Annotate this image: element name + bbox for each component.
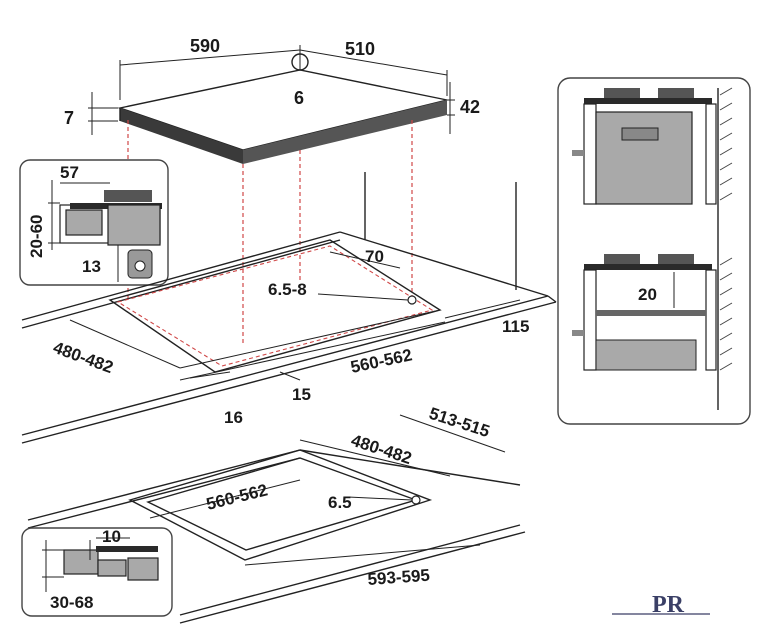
dim-cutout-right: 115 xyxy=(502,317,529,336)
dim-cutout-front: 16 xyxy=(224,408,243,427)
screw-hole-lower xyxy=(411,495,421,505)
burner-icon xyxy=(658,88,694,98)
dim-hob-width: 590 xyxy=(190,36,220,56)
dim-hob-height: 42 xyxy=(460,97,480,117)
burner-icon xyxy=(104,190,152,202)
dim-cutout-depth: 480-482 xyxy=(51,338,116,377)
logo-text: PR xyxy=(652,592,685,618)
hob-front-face xyxy=(120,108,243,164)
hob-side-face xyxy=(243,100,447,164)
dim-flush-rebate: 10 xyxy=(102,527,121,546)
oven-box xyxy=(595,111,693,205)
cabinet-detail-panel xyxy=(557,77,751,425)
worktop-lower xyxy=(27,414,526,624)
dim-cabinet-spacing: 20 xyxy=(638,285,657,304)
screw-hole-upper xyxy=(407,295,417,305)
dim-hob-center: 6 xyxy=(294,88,304,108)
dim-lower-screw: 6.5 xyxy=(328,493,352,512)
cutout-lower-inner xyxy=(146,457,419,551)
dim-cutout-screw: 6.5-8 xyxy=(268,280,307,299)
side-detail-panel xyxy=(19,159,169,286)
dim-flush-worktop: 30-68 xyxy=(50,593,93,612)
hob-top-view xyxy=(88,45,455,345)
dim-hob-thickness: 7 xyxy=(64,108,74,128)
dim-side-offset: 57 xyxy=(60,163,79,182)
dim-cutout-rear: 70 xyxy=(365,247,384,266)
dim-side-worktop: 20-60 xyxy=(27,215,46,258)
dim-cutout-width: 560-562 xyxy=(349,345,414,377)
drawer-box xyxy=(595,339,697,371)
burner-icon xyxy=(604,254,640,264)
cutout-lower-outer xyxy=(128,449,433,561)
dim-lower-outer-width: 593-595 xyxy=(367,566,431,589)
dim-lower-inner-width: 560-562 xyxy=(204,480,269,514)
flush-detail-panel xyxy=(21,527,173,617)
burner-icon xyxy=(658,254,694,264)
dim-hob-depth: 510 xyxy=(345,39,375,59)
worktop-upper xyxy=(21,172,557,444)
dim-cutout-front-margin: 15 xyxy=(292,385,311,404)
dim-side-gap: 13 xyxy=(82,257,101,276)
brand-logo: PR xyxy=(612,592,710,618)
burner-icon xyxy=(604,88,640,98)
